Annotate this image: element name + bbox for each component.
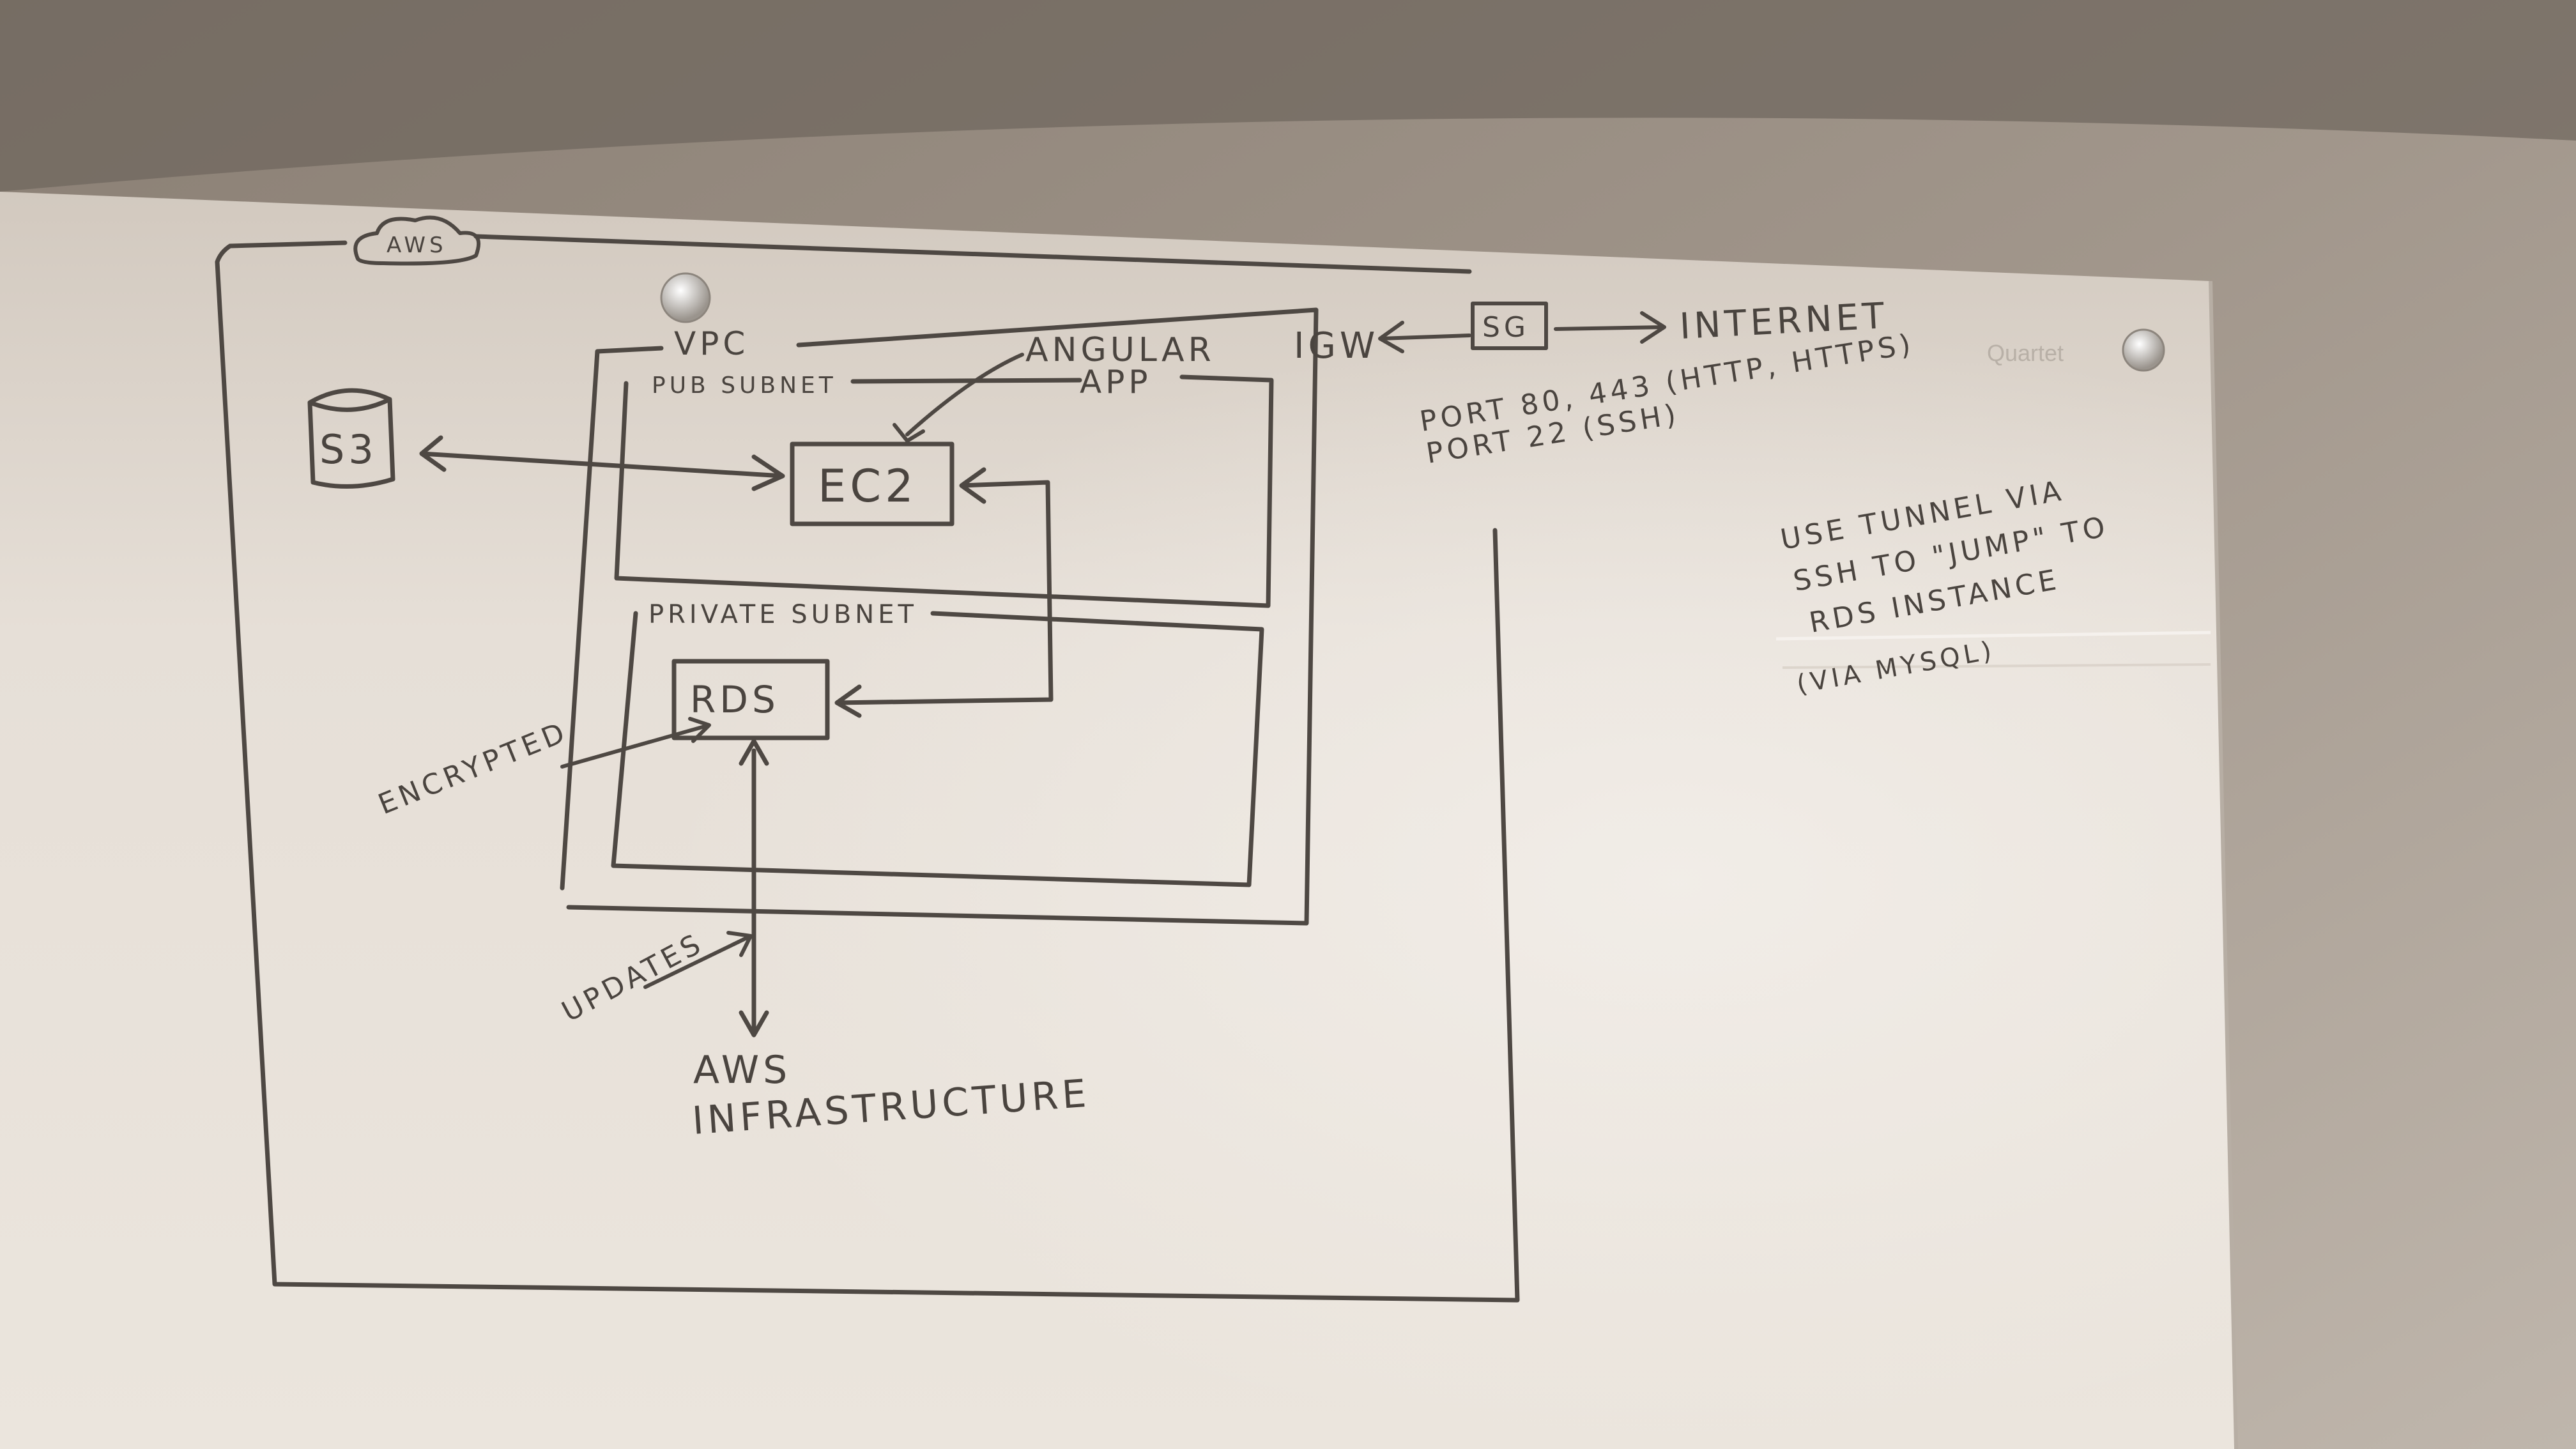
vpc-label: VPC — [674, 325, 749, 362]
shelf-reflection-2 — [1782, 663, 2211, 669]
board-glare — [0, 192, 2236, 1449]
aws-cloud-label: AWS — [387, 233, 447, 258]
rds-box — [671, 659, 830, 740]
s3-bucket-icon — [307, 388, 395, 489]
brand-logo: Quartet — [1987, 340, 2064, 366]
igw-sg-arrow — [1378, 321, 1471, 353]
board-edge — [2209, 280, 2238, 1449]
vpc-boundary — [560, 307, 1319, 926]
igw-label: IGW — [1294, 325, 1379, 367]
private-subnet-label: PRIVATE SUBNET — [648, 600, 917, 629]
updates-arrow — [643, 931, 753, 989]
sg-internet-arrow — [1554, 311, 1666, 344]
encrypted-arrow — [560, 717, 711, 769]
rds-label: RDS — [690, 678, 779, 721]
s3-ec2-arrow — [419, 435, 785, 491]
shelf-reflection — [1775, 631, 2211, 641]
public-subnet-box — [614, 374, 1274, 608]
public-subnet-label: PUB SUBNET — [652, 372, 837, 399]
sg-box — [1471, 302, 1548, 350]
ec2-label: EC2 — [818, 460, 917, 512]
aws-infra-label-line1: AWS — [693, 1048, 791, 1092]
private-subnet-box — [611, 611, 1264, 887]
ec2-rds-arrow — [834, 467, 1054, 718]
rds-infra-arrow — [739, 739, 769, 1038]
ec2-box — [790, 441, 954, 526]
s3-label: S3 — [319, 426, 378, 473]
angular-app-label-line1: ANGULAR — [1025, 331, 1215, 369]
angular-app-label-line2: APP — [1080, 364, 1152, 401]
sg-label: SG — [1482, 311, 1529, 344]
angular-app-pointer — [893, 353, 1024, 443]
mount-screw-right — [2122, 328, 2165, 372]
wall-shadow — [0, 0, 2576, 192]
aws-cloud-icon — [353, 215, 480, 266]
mount-screw-left — [660, 272, 711, 323]
aws-cloud-boundary — [215, 234, 1520, 1303]
